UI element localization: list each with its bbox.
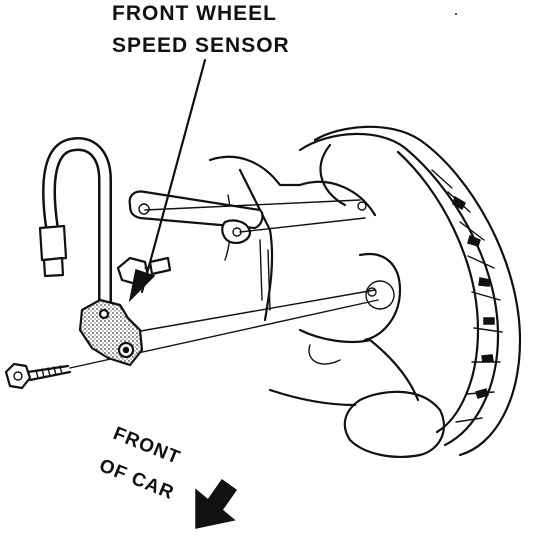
sensor-bolt <box>4 362 72 390</box>
callout-leader-arrow <box>128 58 207 303</box>
steering-knuckle <box>208 155 445 458</box>
sensor-bracket <box>128 190 264 244</box>
brake-rotor <box>298 125 522 457</box>
alignment-lines <box>69 199 379 369</box>
sensor-harness <box>38 137 112 307</box>
arrow-down-left-icon <box>195 478 238 529</box>
callout-title-line2: SPEED SENSOR <box>112 34 290 57</box>
callout-title-line1: FRONT WHEEL <box>112 2 277 25</box>
speck <box>455 13 457 15</box>
speed-sensor <box>78 298 144 367</box>
